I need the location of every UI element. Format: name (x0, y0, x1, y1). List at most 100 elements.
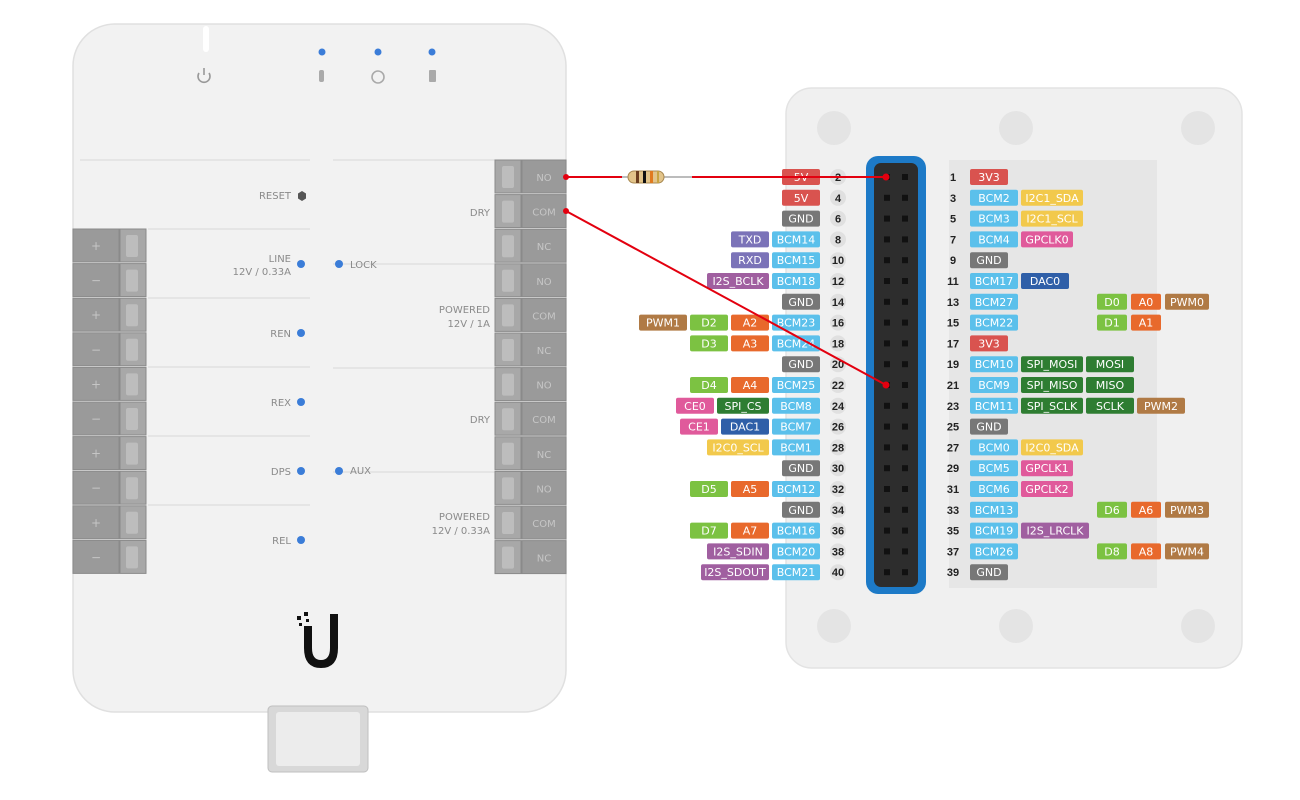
pin-label: D5 (690, 481, 728, 497)
relay-terminal[interactable]: NO (494, 470, 567, 505)
ren-label: REN (270, 329, 291, 340)
relay-terminal[interactable]: NC (494, 228, 567, 263)
pin-label: 3V3 (970, 335, 1008, 352)
header-pin (884, 402, 890, 409)
pin-label: GND (970, 252, 1008, 269)
pin-label-text: A4 (743, 379, 758, 392)
relay-terminal[interactable]: COM (494, 297, 567, 332)
pin-label-text: TXD (738, 233, 762, 246)
input-terminal[interactable]: − (72, 263, 147, 298)
input-terminal[interactable]: + (72, 436, 147, 471)
pin-label-text: SPI_SCLK (1027, 400, 1078, 413)
pin-number: 39 (947, 567, 959, 579)
rel-led (297, 536, 305, 544)
dry-bottom-label: DRY (470, 415, 491, 426)
pin-label: I2C1_SCL (1021, 210, 1083, 227)
input-terminal[interactable]: − (72, 401, 147, 436)
input-terminal-label: − (91, 343, 101, 357)
dps-label: DPS (271, 467, 291, 478)
input-terminal[interactable]: − (72, 470, 147, 505)
pin-label: SPI_CS (717, 397, 769, 414)
pin-label: BCM27 (970, 293, 1018, 310)
pin-function-label-text: A6 (1139, 504, 1154, 517)
pin-label-text: PWM2 (1144, 400, 1178, 413)
relay-terminal[interactable]: COM (494, 401, 567, 436)
pin-number-bubble (830, 252, 846, 269)
wire-endpoint (882, 381, 890, 389)
gpio-even-pin-labels: 25V45V6GND8BCM14TXD10BCM15RXD12BCM18I2S_… (639, 169, 846, 581)
pin-label-text: BCM7 (780, 421, 812, 434)
pin-label: BCM11 (970, 397, 1018, 414)
relay-terminal[interactable]: NC (494, 332, 567, 367)
pin-label-text: 5V (794, 192, 809, 205)
relay-terminal[interactable]: NO (494, 159, 567, 194)
header-pin (902, 257, 908, 264)
line-rating-label: 12V / 0.33A (233, 267, 292, 278)
relay-terminal-label: NC (537, 450, 551, 461)
pin-label-text: A3 (743, 337, 758, 350)
rel-label: REL (272, 536, 291, 547)
pin-number: 36 (832, 526, 844, 538)
unifi-logo (297, 612, 338, 668)
input-terminal[interactable]: − (72, 539, 147, 574)
header-pin (884, 569, 890, 576)
input-terminal[interactable]: + (72, 297, 147, 332)
pin-label-text: SPI_MISO (1027, 379, 1078, 392)
relay-terminal-label: NO (536, 277, 551, 288)
pin-label: GPCLK0 (1021, 231, 1073, 248)
pin-label: BCM20 (772, 543, 820, 560)
pin-label: TXD (731, 231, 769, 248)
relay-terminal[interactable]: NO (494, 263, 567, 298)
input-terminal[interactable]: + (72, 366, 147, 401)
header-pin (902, 298, 908, 305)
relay-terminal[interactable]: NC (494, 436, 567, 471)
input-terminal[interactable]: − (72, 332, 147, 367)
input-terminal[interactable]: + (72, 228, 147, 263)
header-pin (902, 569, 908, 576)
pin-label: GND (782, 210, 820, 227)
pin-label: DAC1 (721, 418, 769, 435)
pin-label: D4 (690, 377, 728, 393)
mount-hole (999, 111, 1033, 145)
pin-number: 18 (832, 338, 844, 350)
pin-label-text: BCM10 (975, 358, 1014, 371)
reset-button-icon[interactable] (298, 191, 306, 201)
pin-label-text: BCM26 (975, 545, 1014, 558)
header-pin (902, 340, 908, 347)
input-terminal[interactable]: + (72, 505, 147, 540)
header-pin (884, 257, 890, 264)
pin-label-text: I2C1_SCL (1026, 213, 1078, 226)
header-pin (884, 527, 890, 534)
battery-icon (429, 70, 436, 82)
pin-number-bubble (830, 522, 846, 539)
pin-number: 22 (832, 380, 844, 392)
pin-label-text: GND (976, 254, 1001, 267)
pin-label-text: 3V3 (978, 337, 1000, 350)
power-icon (197, 68, 211, 84)
pin-label: GND (782, 460, 820, 477)
wire-endpoint (882, 173, 890, 181)
dps-led (297, 467, 305, 475)
pin-label-text: BCM3 (978, 213, 1010, 226)
pin-label-text: GND (976, 421, 1001, 434)
relay-terminal[interactable]: NO (494, 367, 567, 402)
relay-terminal[interactable]: NC (494, 540, 567, 575)
header-pin (884, 423, 890, 430)
pin-label-text: D3 (701, 337, 716, 350)
aux-led (335, 467, 343, 475)
pin-label: A2 (731, 314, 769, 331)
pin-function-label: PWM3 (1165, 501, 1209, 518)
relay-terminal[interactable]: COM (494, 194, 567, 229)
pin-function-label-text: PWM4 (1170, 545, 1204, 558)
header-pin (902, 215, 908, 222)
pin-number: 26 (832, 422, 844, 434)
relay-terminal[interactable]: COM (494, 505, 567, 540)
pin-label: BCM16 (772, 522, 820, 539)
